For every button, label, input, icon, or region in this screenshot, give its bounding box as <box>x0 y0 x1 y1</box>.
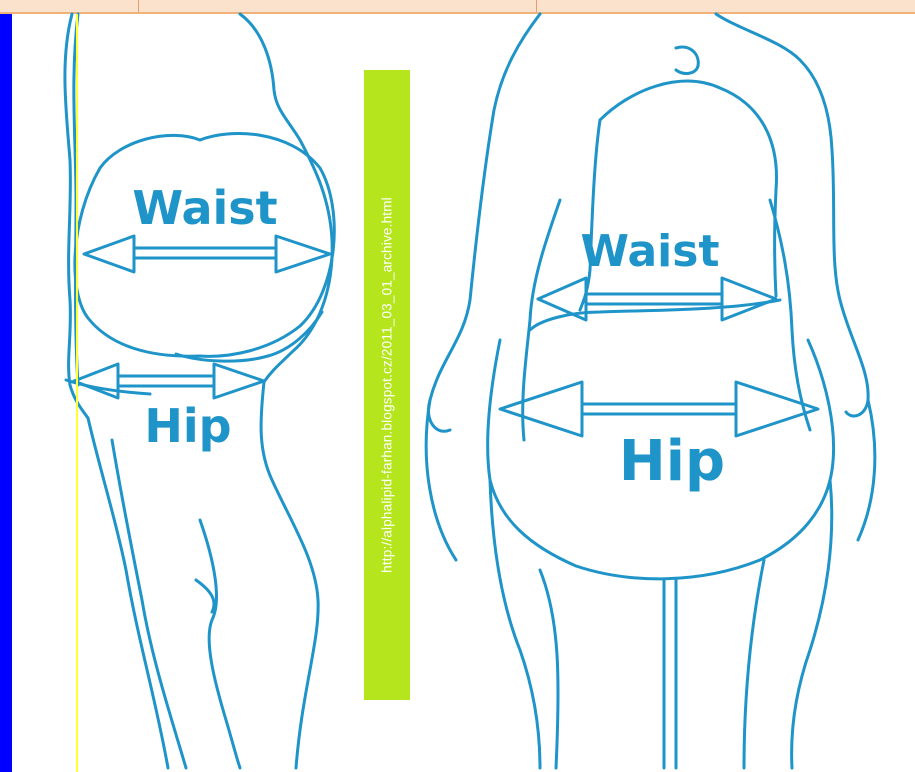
left-hip-arrow-right-head <box>214 364 264 398</box>
right-waist-label: Waist <box>581 226 720 277</box>
left-waist-label: Waist <box>132 181 277 235</box>
right-figure-torso-left <box>523 200 560 440</box>
right-figure-right-leg-inner <box>744 560 764 768</box>
left-figure-belly-underline <box>176 312 322 361</box>
right-waist-arrow-shaft <box>586 294 722 304</box>
left-figure-knee-inner <box>196 580 214 612</box>
right-figure-shoulder-bump <box>676 47 698 73</box>
yellow-guide-line <box>76 14 78 772</box>
left-waist-arrow-right-head <box>276 236 330 272</box>
left-waist-arrow-left-head <box>84 236 134 272</box>
left-hip-arrow-left-head <box>74 364 118 398</box>
right-waist-arrow-right-head <box>722 278 776 320</box>
left-waist-arrow-shaft <box>134 248 276 258</box>
right-figure-left-leg-inner <box>540 570 558 768</box>
right-hip-arrow-shaft <box>582 404 736 414</box>
left-hip-arrow-shaft <box>118 376 214 386</box>
right-figure-chest-left <box>580 120 600 310</box>
right-figure-arm-right <box>858 400 875 540</box>
watermark-strip: http://alphalipid-farhan.blogspot.cz/201… <box>364 70 410 700</box>
left-hip-label: Hip <box>144 399 231 453</box>
right-figure-right-leg <box>792 480 832 768</box>
left-figure-front-leg <box>261 382 318 768</box>
right-figure-inner-thigh <box>664 580 676 768</box>
right-hip-arrow-left-head <box>500 382 582 436</box>
right-figure-hair <box>716 14 868 416</box>
right-hip-label: Hip <box>619 429 725 494</box>
left-figure-back-leg-inner <box>112 440 186 768</box>
left-figure-knee <box>200 520 240 768</box>
watermark-text: http://alphalipid-farhan.blogspot.cz/201… <box>380 197 395 573</box>
right-figure-head-outline <box>428 14 540 431</box>
right-hip-arrow-right-head <box>736 382 818 436</box>
left-figure-belly <box>75 133 334 356</box>
right-figure-left-leg <box>490 480 540 768</box>
left-figure-back-leg <box>88 418 168 768</box>
